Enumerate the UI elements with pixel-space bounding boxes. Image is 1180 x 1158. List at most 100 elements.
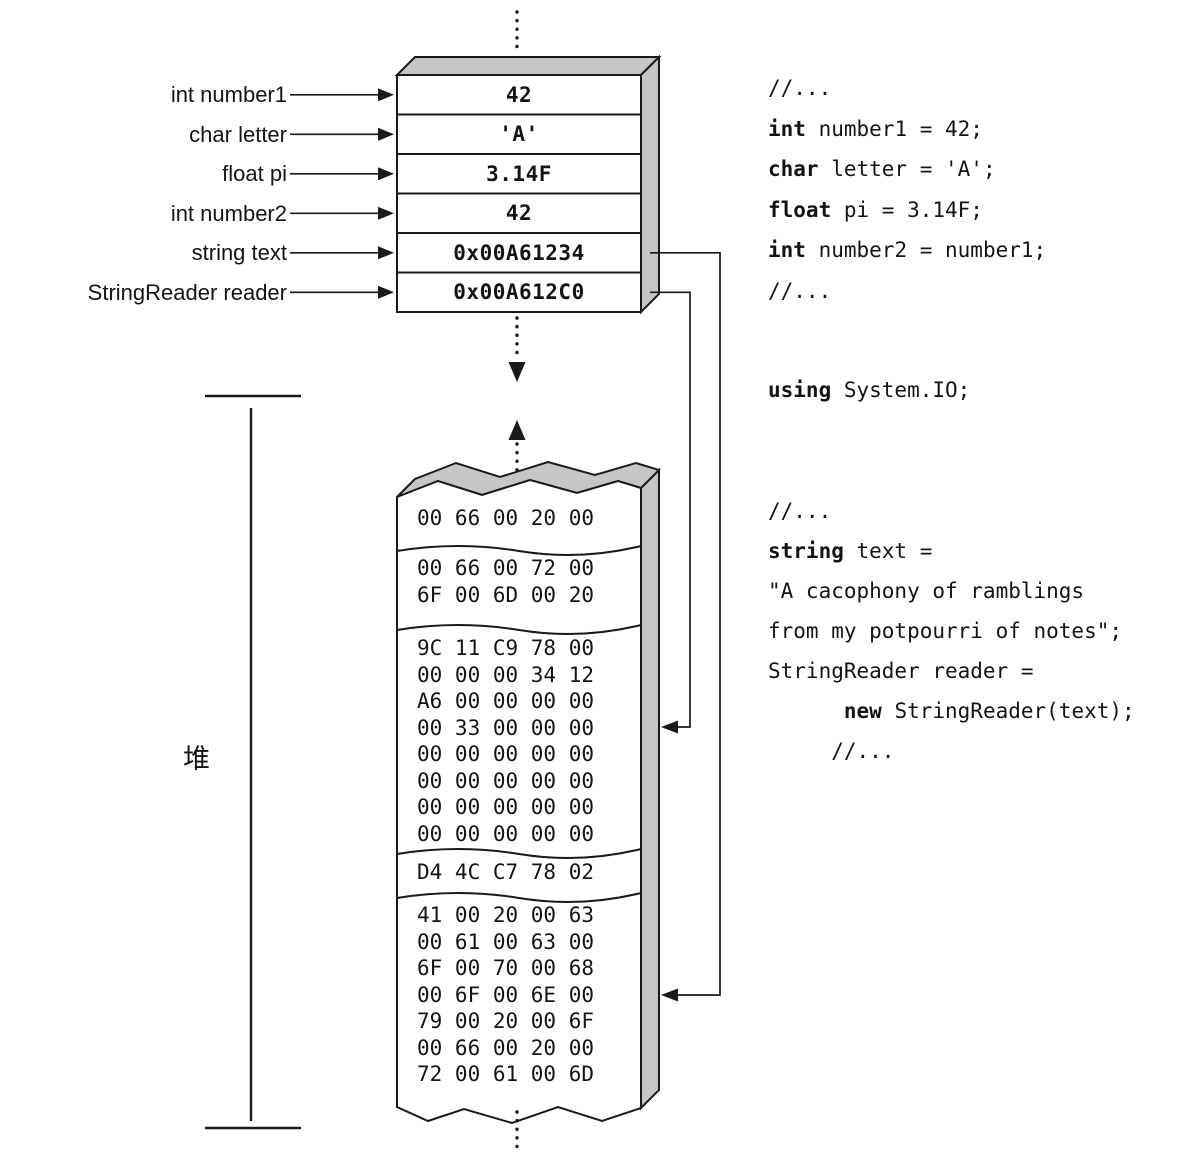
code-text: text = [843,539,933,563]
code-text: //... [768,76,832,100]
heap-hex-row: 00 00 00 00 00 [417,821,595,846]
stack-label-0: int number1 [170,82,287,107]
heap-label: 堆 [183,744,210,775]
heap-hex-row: 00 33 00 00 00 [417,715,595,740]
code-keyword: float [768,197,832,222]
heap-extent-bracket [205,394,301,1130]
stack-value-1: 'A' [499,122,539,147]
heap-hex-row: 00 6F 00 6E 00 [417,982,595,1007]
heap-front-face [396,478,642,1125]
stack-value-5: 0x00A612C0 [453,280,585,305]
heap-hex-row: 00 00 00 00 00 [417,795,595,819]
code-line: //... [768,271,1046,312]
code-line: int number1 = 42; [768,109,1046,150]
code-text: StringReader reader = [768,659,1034,683]
stack-label-4: string text [191,240,287,265]
code-block-0: //...int number1 = 42;char letter = 'A';… [768,68,1046,311]
pointer-reader-to-heap [650,291,691,734]
code-text: pi = 3.14F; [831,197,983,222]
heap-hex-row: 00 66 00 20 00 [417,1035,595,1060]
heap-block-0: 00 66 00 20 00 [417,505,594,532]
heap-divider [396,545,642,556]
arrow-head-icon [378,285,394,299]
arrow-head-up-icon [508,420,526,440]
code-text: number2 = number1; [805,238,1047,262]
code-keyword: using [768,378,832,402]
code-block-2: //... string text = "A cacophony of rambli… [768,491,1135,771]
code-line: "A cacophony of ramblings [768,571,1135,611]
code-line: new StringReader(text); [768,691,1135,731]
code-line: float pi = 3.14F; [768,190,1046,231]
code-line: int number2 = number1; [768,230,1046,271]
arrow-head-left-icon [661,988,678,1002]
code-text: StringReader(text); [881,699,1135,723]
stack-label-5: StringReader reader [87,279,287,305]
stack-grows-down-arrow [508,316,526,382]
stack-label-arrows [290,88,394,299]
heap-hex-row: 00 00 00 00 00 [417,768,595,793]
stack-value-4: 0x00A61234 [453,240,585,265]
heap-hex-row: 6F 00 6D 00 20 [417,582,595,607]
heap-divider [396,624,642,635]
code-line: StringReader reader = [768,651,1135,691]
arrow-head-down-icon [508,362,526,382]
code-text: //... [768,499,832,523]
stack-label-3: int number2 [170,200,287,226]
code-text: System.IO; [831,378,971,402]
code-keyword: char [768,157,819,181]
code-keyword: int [768,238,806,262]
heap-hex-row: 79 00 20 00 6F [417,1009,595,1033]
stack-value-3: 42 [505,201,533,226]
heap-hex-row: 00 00 00 34 12 [417,662,595,687]
arrow-head-icon [378,246,394,260]
code-line: using System.IO; [768,370,970,410]
code-text: letter = 'A'; [818,157,996,181]
heap-hex-row: 9C 11 C9 78 00 [417,636,595,660]
heap-block-3: D4 4C C7 78 02 [417,859,594,886]
arrow-head-icon [378,88,394,102]
code-text: //... [768,278,832,303]
arrow-head-icon [378,167,394,181]
stack-label-1: char letter [189,121,287,147]
heap-box [396,460,661,1125]
code-text: from my potpourri of notes"; [768,619,1123,643]
code-line: from my potpourri of notes"; [768,611,1135,651]
code-text [768,699,844,723]
code-text: "A cacophony of ramblings [768,579,1085,603]
code-line: //... [768,491,1135,531]
code-line: //... [768,731,1135,771]
code-keyword: new [843,699,882,723]
pointer-text-to-heap [650,251,721,1002]
code-keyword: int [768,116,806,141]
stack-box [394,54,662,315]
heap-divider [396,892,642,903]
heap-hex-row: 41 00 20 00 63 [417,903,595,927]
heap-hex-row: D4 4C C7 78 02 [417,860,595,884]
arrow-head-icon [378,127,394,141]
heap-divider [396,848,642,859]
stack-value-2: 3.14F [486,161,552,186]
heap-hex-row: A6 00 00 00 00 [417,689,595,713]
code-text: //... [768,739,895,763]
heap-hex-row: 00 61 00 63 00 [417,929,595,954]
code-line: char letter = 'A'; [768,149,1046,190]
heap-hex-row: 6F 00 70 00 68 [417,956,595,980]
code-line: string text = [768,531,1135,571]
stack-value-0: 42 [505,82,533,107]
code-block-1: using System.IO; [768,370,970,410]
stack-label-2: float pi [222,161,287,186]
arrow-head-icon [378,206,394,220]
arrow-head-left-icon [661,720,678,734]
heap-hex-row: 72 00 61 00 6D [417,1062,595,1086]
code-keyword: string [768,539,844,563]
heap-hex-row: 00 00 00 00 00 [417,742,595,766]
heap-hex-row: 00 66 00 72 00 [417,556,595,580]
code-line: //... [768,68,1046,109]
code-text: number1 = 42; [805,116,983,141]
